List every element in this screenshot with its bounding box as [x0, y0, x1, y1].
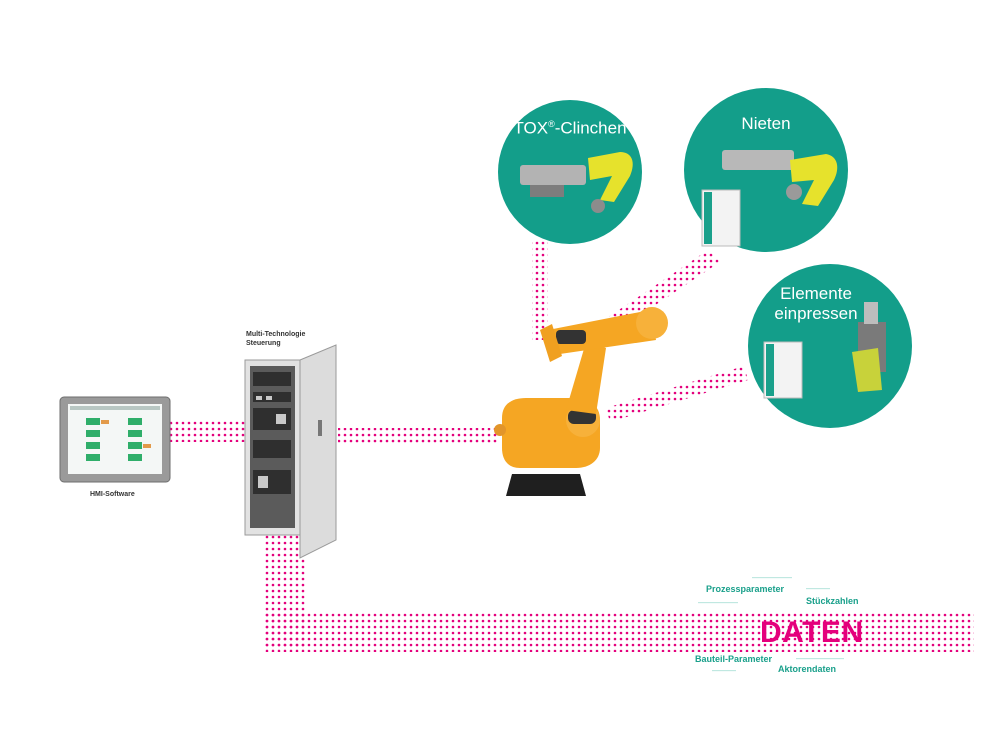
industrial-robot: [494, 307, 668, 496]
wordcloud-faint-1: —————: [752, 573, 792, 582]
robot-upper-arm: [566, 342, 606, 414]
press-tool-yellow: [852, 348, 882, 392]
control-cabinet: [244, 344, 337, 559]
bubble-einpressen-title-line2: einpressen: [774, 304, 858, 323]
cabinet-door: [299, 344, 337, 559]
wordcloud-faint-2: ———: [806, 584, 830, 593]
wordcloud-daten: DATEN: [760, 616, 864, 649]
bubble-einpressen-title: Elemente einpressen: [736, 284, 896, 324]
connector-data-bus: [264, 612, 974, 652]
wordcloud-bauteil-parameter: Bauteil-Parameter: [695, 654, 773, 664]
robot-base: [506, 474, 586, 496]
bubble-clinchen-title: TOX®-Clinchen: [490, 114, 650, 139]
bubble-clinchen-title-rest: -Clinchen: [554, 118, 627, 138]
hmi-caption: HMI-Software: [90, 491, 135, 498]
cabinet-caption: Multi-Technologie Steuerung: [246, 330, 305, 348]
connector-robot-to-clinchen: [532, 240, 548, 340]
connector-hmi-to-cabinet: [170, 420, 250, 442]
bubble-nieten-title: Nieten: [741, 114, 791, 133]
connector-cabinet-to-robot: [338, 428, 498, 444]
bubble-nieten: [684, 88, 848, 252]
bubble-einpressen: [748, 264, 912, 428]
hmi-screen: [68, 404, 162, 474]
cabinet-caption-line1: Multi-Technologie: [246, 331, 306, 338]
clinch-tool-yellow: [588, 152, 633, 202]
hmi-screen-tiles: [86, 418, 142, 461]
cabinet-caption-line2: Steuerung: [246, 340, 281, 347]
wordcloud-faint-4: ——————: [796, 654, 844, 663]
wordcloud-faint-5: ———: [712, 666, 736, 675]
hmi-monitor: [59, 396, 171, 483]
cabinet-door-handle: [318, 420, 322, 436]
bubble-clinchen-title-sup: ®: [548, 119, 555, 129]
wordcloud-stueckzahlen: Stückzahlen: [806, 596, 859, 606]
wordcloud-faint-3: —————: [698, 598, 738, 607]
bubble-einpressen-title-line1: Elemente: [780, 284, 852, 303]
robot-elbow-joint: [636, 307, 668, 339]
robot-wrist: [540, 324, 562, 362]
connector-robot-to-einpressen: [606, 366, 748, 422]
wordcloud-prozessparameter: Prozessparameter: [706, 584, 785, 594]
rivet-tool-yellow: [790, 154, 838, 206]
bubble-clinchen-title-main: TOX: [513, 118, 549, 138]
wordcloud-aktorendaten: Aktorendaten: [778, 664, 837, 674]
bubble-clinchen: [498, 100, 642, 244]
